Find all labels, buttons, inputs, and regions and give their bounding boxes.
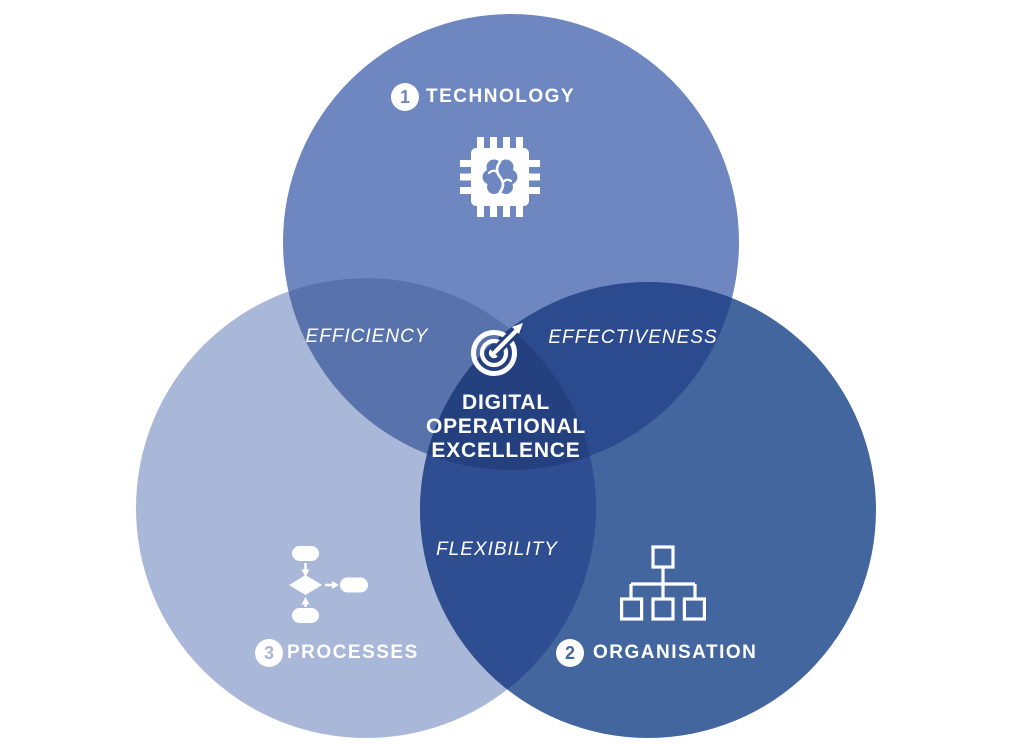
effectiveness-label: EFFECTIVENESS (548, 327, 718, 348)
chip-brain-icon (460, 137, 540, 217)
efficiency-label: EFFICIENCY (305, 326, 429, 347)
flexibility-label: FLEXIBILITY (436, 539, 558, 560)
processes-number-badge: 3 (255, 639, 283, 667)
organisation-number-badge: 2 (556, 639, 584, 667)
center-title-line3: EXCELLENCE (431, 439, 581, 462)
technology-label-group: 1 TECHNOLOGY (391, 83, 575, 111)
processes-label: PROCESSES (287, 642, 419, 663)
technology-label: TECHNOLOGY (426, 86, 576, 107)
technology-organisation-overlap-region (420, 282, 739, 470)
processes-label-group: 3 PROCESSES (255, 639, 419, 667)
technology-number-badge: 1 (391, 83, 419, 111)
flowchart-icon (289, 546, 368, 623)
center-title-line1: DIGITAL (461, 391, 551, 414)
arrow-fletching (512, 323, 523, 334)
org-chart-icon (620, 545, 706, 621)
center-title: DIGITAL OPERATIONAL EXCELLENCE (426, 391, 586, 463)
technology-processes-overlap-region (283, 278, 596, 470)
organisation-label: ORGANISATION (593, 642, 758, 663)
target-arrow-icon (471, 323, 524, 376)
organisation-label-group: 2 ORGANISATION (556, 639, 757, 667)
center-title-line2: OPERATIONAL (425, 415, 587, 438)
